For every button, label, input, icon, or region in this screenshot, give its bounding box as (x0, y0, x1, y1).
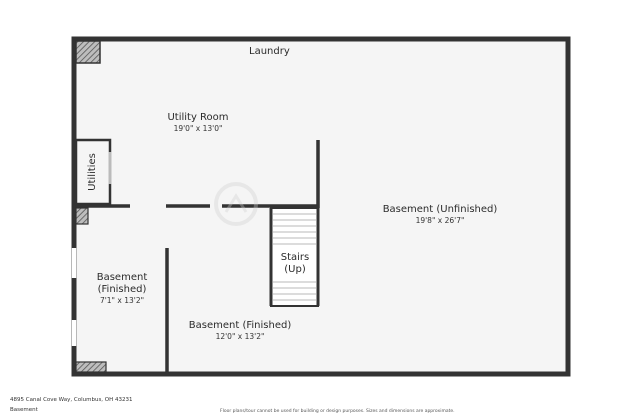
window-left-lower (71, 320, 77, 346)
basement-unfinished-dims: 19'8" x 26'7" (415, 216, 465, 225)
basement-finished-main-dims: 12'0" x 13'2" (215, 332, 265, 341)
basement-finished-main: Basement (Finished) 12'0" x 13'2" (180, 320, 300, 342)
column-top-left (75, 40, 101, 64)
utility-room: Utility Room 19'0" x 13'0" (150, 112, 246, 134)
column-mid-left (75, 207, 89, 225)
footer-floor-name: Basement (10, 407, 38, 413)
stairs (269, 207, 320, 307)
column-bottom-left (75, 361, 107, 373)
basement-finished-left-line2: (Finished) (97, 284, 147, 295)
stairs-label-line1: Stairs (280, 252, 310, 263)
watermark-logo (214, 182, 258, 226)
utilities-closet (74, 138, 112, 206)
utility-room-dims: 19'0" x 13'0" (173, 124, 223, 133)
stairs-label-line2: (Up) (284, 264, 306, 275)
stairs-label: Stairs (Up) (274, 252, 316, 276)
basement-finished-left: Basement (Finished) 7'1" x 13'2" (84, 272, 160, 306)
window-left-upper (71, 248, 77, 278)
outer-wall (71, 36, 571, 377)
footer-address: 4895 Canal Cove Way, Columbus, OH 43231 (10, 397, 133, 403)
basement-unfinished-name: Basement (Unfinished) (382, 204, 498, 215)
footer-disclaimer: Floor plans/tour cannot be used for buil… (220, 409, 455, 414)
laundry-label: Laundry (249, 46, 290, 57)
basement-finished-left-line1: Basement (96, 272, 148, 283)
utilities-label: Utilities (87, 153, 98, 191)
utility-room-name: Utility Room (167, 112, 229, 123)
basement-finished-main-name: Basement (Finished) (188, 320, 292, 331)
basement-finished-left-dims: 7'1" x 13'2" (99, 296, 145, 305)
floor-area (74, 39, 568, 374)
basement-unfinished: Basement (Unfinished) 19'8" x 26'7" (370, 204, 510, 226)
